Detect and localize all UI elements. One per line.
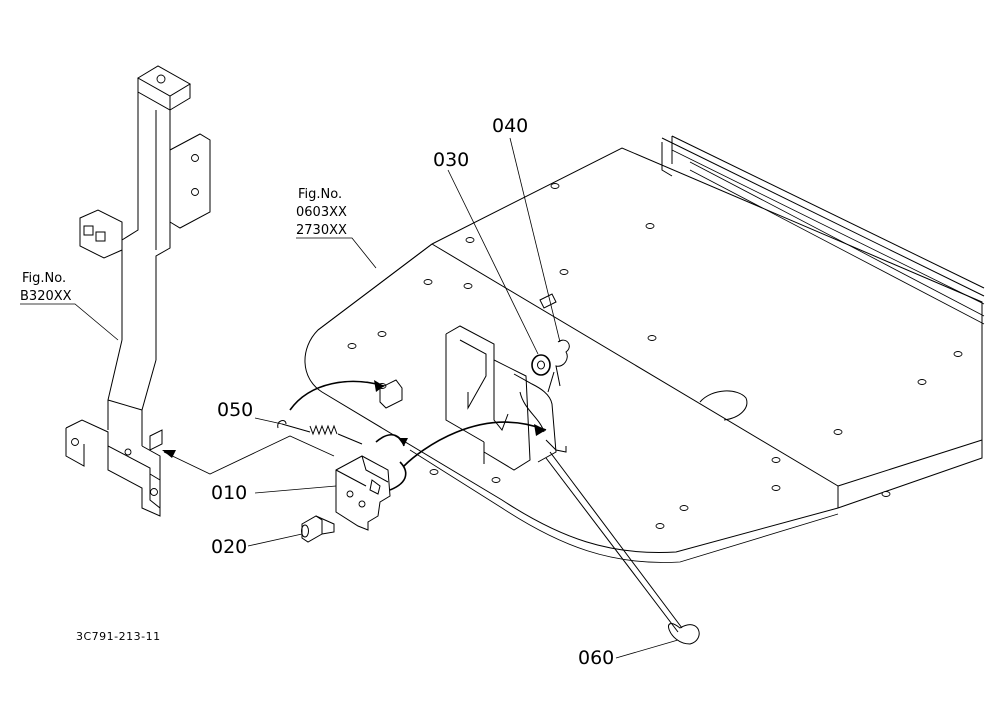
- part-060-rod: [545, 439, 700, 645]
- part-040-pin: [547, 339, 570, 393]
- part-030-washer: [531, 354, 551, 376]
- deck-holes: [347, 183, 963, 529]
- callout-040: 040: [492, 115, 528, 137]
- callout-050: 050: [217, 399, 253, 421]
- figure-reference-left: Fig.No. B320XX: [20, 271, 72, 304]
- leader-lines: [20, 137, 679, 659]
- fig-ref-right-code-2: 2730XX: [296, 223, 347, 238]
- fig-ref-right-code-1: 0603XX: [296, 205, 347, 220]
- part-050-spring: [277, 420, 363, 445]
- fig-ref-left-code: B320XX: [20, 289, 72, 304]
- callout-030: 030: [433, 149, 469, 171]
- fig-ref-right-title: Fig.No.: [298, 187, 342, 202]
- part-010-latch: [335, 455, 391, 531]
- callout-labels: 050 010 020 030 040 060: [211, 115, 614, 669]
- callout-020: 020: [211, 536, 247, 558]
- part-020-pin: [301, 515, 335, 543]
- figure-reference-right: Fig.No. 0603XX 2730XX: [296, 187, 347, 238]
- frame-bracket: [65, 65, 211, 517]
- deck-plate: [304, 135, 985, 563]
- callout-010: 010: [211, 482, 247, 504]
- assembly-arrows: [162, 379, 547, 491]
- slot-bracket: [445, 325, 557, 471]
- drawing-code: 3C791-213-11: [76, 630, 161, 643]
- fig-ref-left-title: Fig.No.: [22, 271, 66, 286]
- callout-060: 060: [578, 647, 614, 669]
